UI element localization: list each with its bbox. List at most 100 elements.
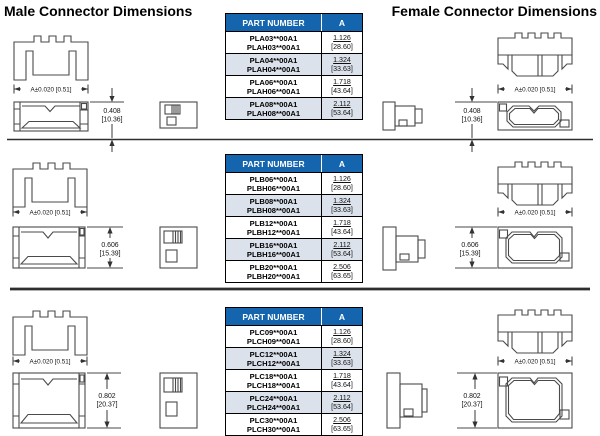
part-number: PLAH03**00A1 xyxy=(246,42,301,52)
part-number-cell: PLA03**00A1 PLAH03**00A1 xyxy=(226,32,322,53)
part-number-cell: PLB12**00A1 PLBH12**00A1 xyxy=(226,217,322,238)
dim-a-label: A±0.020 [0.51] xyxy=(515,358,556,365)
table-row: PLA08**00A1 PLAH08**00A1 2.112 [53.64] xyxy=(226,97,362,119)
dim-a-inches: 1.324 xyxy=(333,196,351,205)
dim-a-female-3: A±0.020 [0.51] xyxy=(497,356,573,366)
male-end-view-3 xyxy=(159,372,198,429)
male-end-view-2 xyxy=(159,226,198,269)
height-mm-label: [10.36] xyxy=(101,117,122,124)
part-number: PLBH20**00A1 xyxy=(246,271,301,281)
part-number-cell: PLB08**00A1 PLBH08**00A1 xyxy=(226,195,322,216)
part-number: PLBH06**00A1 xyxy=(246,183,301,193)
col-a: A xyxy=(338,18,346,28)
dim-h-female-3: 0.802 [20.37] xyxy=(457,372,497,429)
dim-a-mm: [43.64] xyxy=(331,86,353,95)
dim-a-label: A±0.020 [0.51] xyxy=(30,358,71,365)
dim-a-mm: [53.64] xyxy=(331,402,353,411)
part-number: PLAH06**00A1 xyxy=(246,86,301,96)
part-number-cell: PLB20**00A1 PLBH20**00A1 xyxy=(226,261,322,282)
dim-a-cell: 1.324 [33.63] xyxy=(322,54,362,75)
male-top-view-1 xyxy=(13,35,89,81)
part-number: PLC24**00A1 xyxy=(249,393,298,403)
part-number: PLCH18**00A1 xyxy=(246,380,301,390)
dim-a-female-2: A±0.020 [0.51] xyxy=(497,207,573,217)
dim-a-cell: 1.718 [43.64] xyxy=(322,370,362,391)
part-table-3: PART NUMBER A PLC09**00A1 PLCH09**00A1 1… xyxy=(225,307,363,436)
part-number-cell: PLC30**00A1 PLCH30**00A1 xyxy=(226,414,322,435)
dim-a-inches: 2.112 xyxy=(333,240,351,249)
dim-a-inches: 1.324 xyxy=(333,55,351,64)
part-number: PLC12**00A1 xyxy=(249,349,298,359)
dim-a-label: A±0.020 [0.51] xyxy=(31,86,72,93)
female-top-view-1 xyxy=(497,32,573,77)
dim-a-inches: 1.126 xyxy=(333,327,351,336)
height-in-label: 0.802 xyxy=(98,393,115,400)
dim-a-mm: [43.64] xyxy=(331,380,353,389)
dim-a-cell: 1.126 [28.60] xyxy=(322,32,362,53)
female-front-view-2 xyxy=(497,226,573,269)
part-number: PLBH16**00A1 xyxy=(246,249,301,259)
dim-a-inches: 2.112 xyxy=(333,393,351,402)
part-number: PLC30**00A1 xyxy=(249,415,298,425)
col-part-number: PART NUMBER xyxy=(226,155,322,172)
table-header: PART NUMBER A xyxy=(226,14,362,32)
dim-a-mm: [33.63] xyxy=(331,64,353,73)
table-row: PLB06**00A1 PLBH06**00A1 1.126 [28.60] xyxy=(226,173,362,194)
height-mm-label: [15.39] xyxy=(459,251,480,258)
dim-a-inches: 1.718 xyxy=(333,218,351,227)
dim-h-male-2: 0.606 [15.39] xyxy=(87,226,123,269)
part-number: PLB16**00A1 xyxy=(249,240,298,250)
table-row: PLC12**00A1 PLCH12**00A1 1.324 [33.63] xyxy=(226,347,362,369)
table-header: PART NUMBER A xyxy=(226,308,362,326)
height-mm-label: [10.36] xyxy=(461,117,482,124)
part-number: PLAH08**00A1 xyxy=(246,108,301,118)
female-top-view-3 xyxy=(497,309,573,354)
col-a: A xyxy=(338,312,346,322)
dim-a-cell: 1.718 [43.64] xyxy=(322,76,362,97)
part-number-cell: PLA04**00A1 PLAH04**00A1 xyxy=(226,54,322,75)
col-a: A xyxy=(338,159,346,169)
dim-a-mm: [63.65] xyxy=(331,424,353,433)
female-side-view-1 xyxy=(382,101,423,131)
female-title: Female Connector Dimensions xyxy=(391,3,597,19)
dim-a-cell: 1.126 [28.60] xyxy=(322,173,362,194)
part-number: PLCH30**00A1 xyxy=(246,424,301,434)
dim-a-mm: [53.64] xyxy=(331,108,353,117)
dim-a-male-3: A±0.020 [0.51] xyxy=(12,356,88,366)
part-number: PLBH08**00A1 xyxy=(246,205,301,215)
part-number: PLB20**00A1 xyxy=(249,262,298,272)
dim-a-inches: 1.126 xyxy=(333,33,351,42)
dim-a-female-1: A±0.020 [0.51] xyxy=(497,84,573,94)
col-part-number: PART NUMBER xyxy=(226,14,322,31)
height-in-label: 0.606 xyxy=(461,242,478,249)
male-side-view-1 xyxy=(13,101,89,132)
dim-h-male-1: 0.408 [10.36] xyxy=(90,88,124,152)
table-row: PLB20**00A1 PLBH20**00A1 2.506 [63.65] xyxy=(226,260,362,282)
part-number-cell: PLB16**00A1 PLBH16**00A1 xyxy=(226,239,322,260)
male-side-view-2 xyxy=(12,226,86,269)
height-mm-label: [20.37] xyxy=(96,402,117,409)
table-row: PLB08**00A1 PLBH08**00A1 1.324 [33.63] xyxy=(226,194,362,216)
part-number: PLCH12**00A1 xyxy=(246,358,301,368)
table-row: PLC24**00A1 PLCH24**00A1 2.112 [53.64] xyxy=(226,391,362,413)
female-top-view-2 xyxy=(497,161,573,206)
dim-a-mm: [43.64] xyxy=(331,227,353,236)
height-mm-label: [15.39] xyxy=(99,251,120,258)
dim-h-female-1: 0.408 [10.36] xyxy=(455,88,497,152)
part-number: PLA03**00A1 xyxy=(249,33,298,43)
dim-a-inches: 1.324 xyxy=(333,349,351,358)
table-row: PLA03**00A1 PLAH03**00A1 1.126 [28.60] xyxy=(226,32,362,53)
dim-a-inches: 1.718 xyxy=(333,371,351,380)
dim-a-male-2: A±0.020 [0.51] xyxy=(12,207,88,217)
male-top-view-2 xyxy=(12,162,88,208)
dim-a-inches: 2.506 xyxy=(333,415,351,424)
dim-h-female-2: 0.606 [15.39] xyxy=(455,226,497,269)
part-number: PLB06**00A1 xyxy=(249,174,298,184)
part-number: PLB08**00A1 xyxy=(249,196,298,206)
part-number-cell: PLC09**00A1 PLCH09**00A1 xyxy=(226,326,322,347)
dim-a-mm: [63.65] xyxy=(331,271,353,280)
height-in-label: 0.408 xyxy=(103,108,120,115)
dim-a-label: A±0.020 [0.51] xyxy=(30,209,71,216)
dim-a-mm: [53.64] xyxy=(331,249,353,258)
part-table-1: PART NUMBER A PLA03**00A1 PLAH03**00A1 1… xyxy=(225,13,363,120)
